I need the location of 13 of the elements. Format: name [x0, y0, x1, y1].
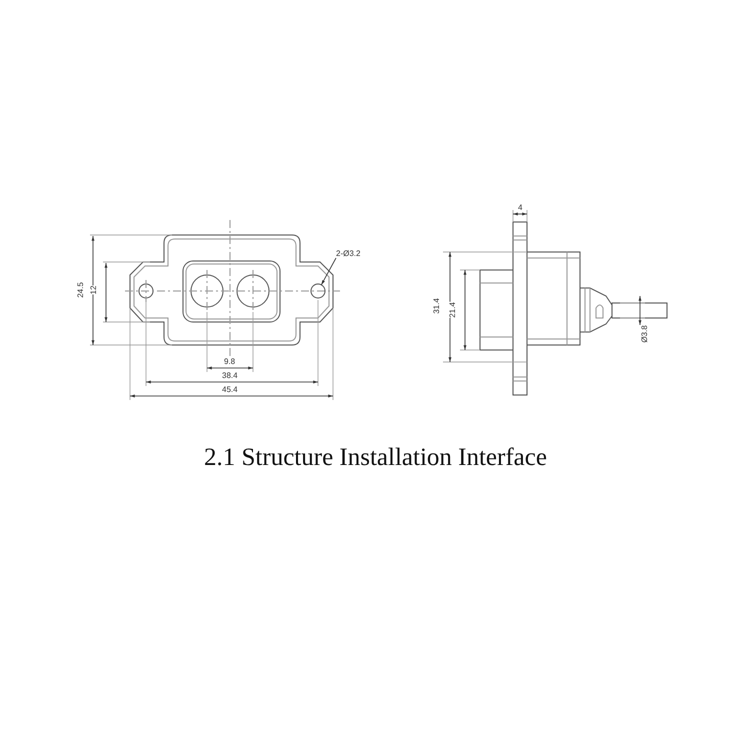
dimension-label: 9.8 [224, 358, 236, 366]
leader-line [320, 258, 336, 286]
dimension-label: 4 [518, 204, 522, 212]
figure-caption: 2.1 Structure Installation Interface [203, 444, 548, 472]
mounting-hole [310, 284, 326, 298]
dimension-label: Ø3.8 [641, 325, 649, 343]
dimension-label: 24.5 [77, 282, 85, 298]
callout-label: 2-Ø3.2 [336, 250, 360, 258]
dimension-label: 38.4 [222, 372, 238, 380]
dimension-label: 21.4 [449, 302, 457, 318]
dimension-label: 12 [90, 286, 98, 294]
dimension-label: 45.4 [222, 386, 238, 394]
dimension-label: 31.4 [433, 298, 441, 314]
